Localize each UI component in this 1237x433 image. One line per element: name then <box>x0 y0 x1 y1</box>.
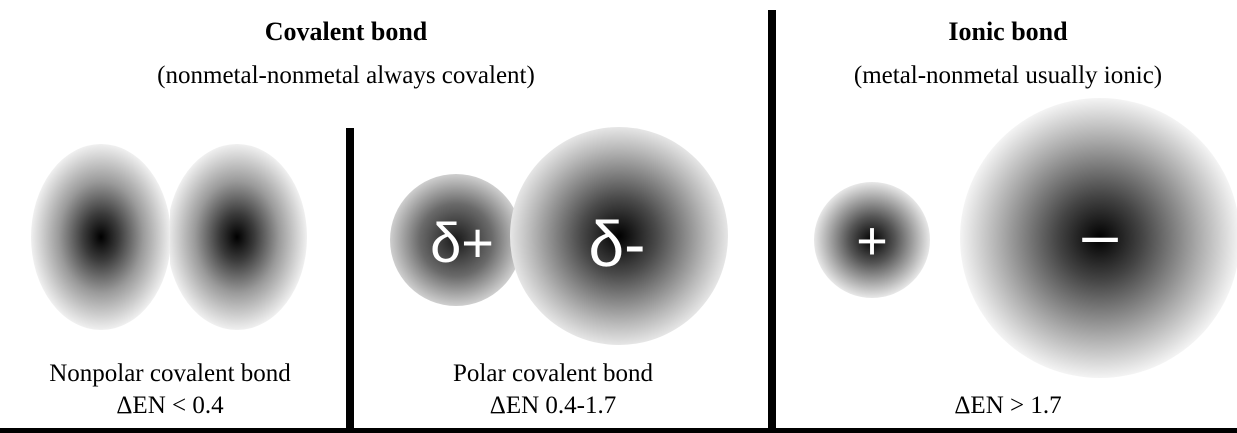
ionic-en-value: ΔEN > 1.7 <box>954 392 1061 419</box>
delta-plus-label: δ+ <box>430 211 494 274</box>
ionic-title: Ionic bond <box>948 17 1068 46</box>
polar-label: Polar covalent bond <box>453 360 653 387</box>
nonpolar-molecule <box>31 144 307 330</box>
polar-en-value: ΔEN 0.4-1.7 <box>490 392 616 419</box>
nonpolar-atom-left <box>31 144 170 330</box>
cation <box>814 182 930 298</box>
covalent-title: Covalent bond <box>265 17 428 46</box>
delta-minus-label: δ- <box>589 208 646 280</box>
anion <box>960 98 1237 378</box>
polar-molecule: δ+ δ- <box>390 127 728 345</box>
nonpolar-en-value: ΔEN < 0.4 <box>116 392 224 419</box>
covalent-divider <box>346 128 354 430</box>
main-divider <box>768 10 776 430</box>
covalent-subtitle: (nonmetal-nonmetal always covalent) <box>157 62 535 89</box>
nonpolar-atom-right <box>170 144 307 330</box>
nonpolar-label: Nonpolar covalent bond <box>49 360 291 387</box>
cation-charge-label: + <box>856 211 888 271</box>
ionic-pair: + – <box>814 98 1237 378</box>
polar-atom-large <box>510 127 728 345</box>
anion-charge-label: – <box>1082 198 1118 270</box>
baseline <box>0 428 1237 433</box>
polar-atom-small <box>390 174 522 306</box>
ionic-subtitle: (metal-nonmetal usually ionic) <box>854 62 1162 89</box>
